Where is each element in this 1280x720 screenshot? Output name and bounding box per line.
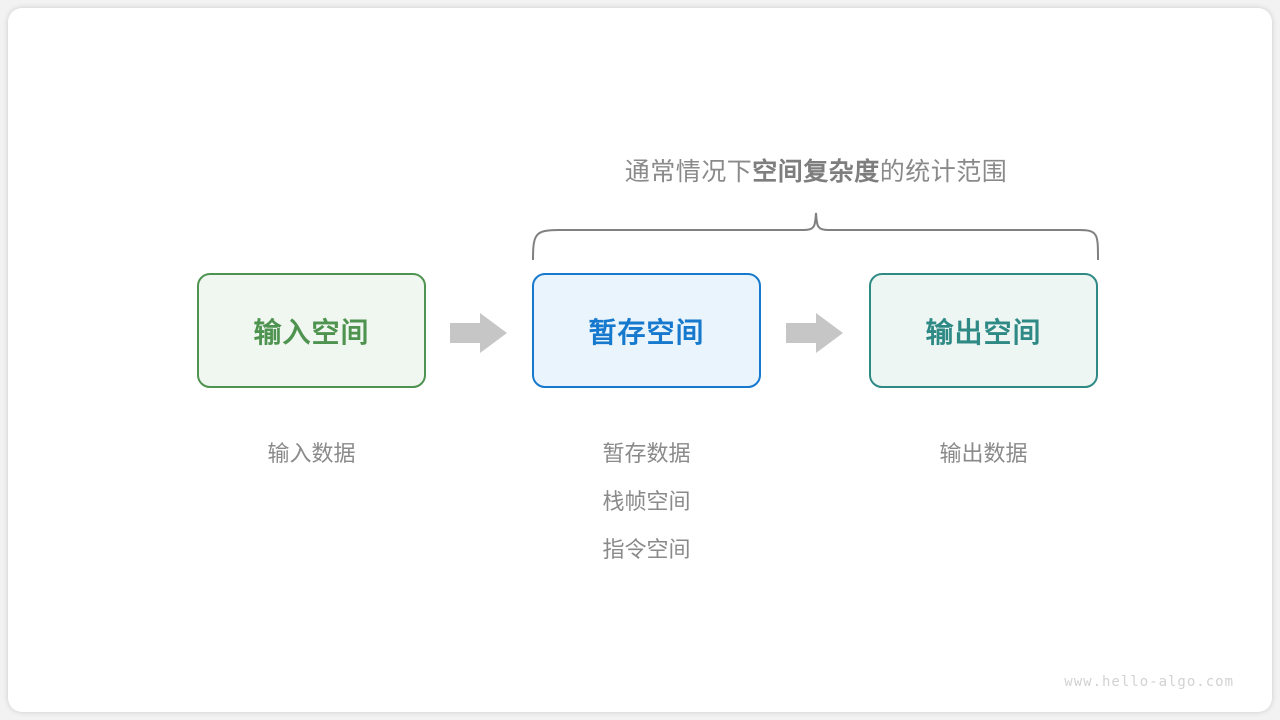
box-input-space[interactable]: 输入空间 bbox=[197, 273, 426, 388]
caption-output-space: 输出数据 bbox=[869, 430, 1098, 478]
curly-brace-icon bbox=[532, 212, 1099, 260]
box-output-space[interactable]: 输出空间 bbox=[869, 273, 1098, 388]
brace-title-emphasis: 空间复杂度 bbox=[752, 158, 880, 186]
box-temp-space[interactable]: 暂存空间 bbox=[532, 273, 761, 388]
caption-line: 栈帧空间 bbox=[602, 489, 691, 514]
box-output-space-label: 输出空间 bbox=[925, 316, 1042, 348]
brace-title-suffix: 的统计范围 bbox=[879, 158, 1008, 186]
arrow-right-icon bbox=[786, 313, 843, 353]
box-temp-space-label: 暂存空间 bbox=[588, 316, 705, 348]
caption-line: 输出数据 bbox=[939, 441, 1028, 466]
diagram-card: 通常情况下空间复杂度的统计范围 输入空间 暂存空间 输出空间 输入数据 bbox=[8, 8, 1272, 712]
caption-temp-space: 暂存数据 栈帧空间 指令空间 bbox=[532, 430, 761, 574]
arrow-right-icon bbox=[450, 313, 507, 353]
caption-line: 暂存数据 bbox=[602, 441, 691, 466]
brace-title: 通常情况下空间复杂度的统计范围 bbox=[528, 152, 1104, 188]
watermark: www.hello-algo.com bbox=[1064, 674, 1234, 690]
caption-line: 指令空间 bbox=[602, 537, 691, 562]
caption-input-space: 输入数据 bbox=[197, 430, 426, 478]
caption-line: 输入数据 bbox=[267, 441, 356, 466]
box-input-space-label: 输入空间 bbox=[253, 316, 370, 348]
brace-title-prefix: 通常情况下 bbox=[624, 158, 753, 186]
